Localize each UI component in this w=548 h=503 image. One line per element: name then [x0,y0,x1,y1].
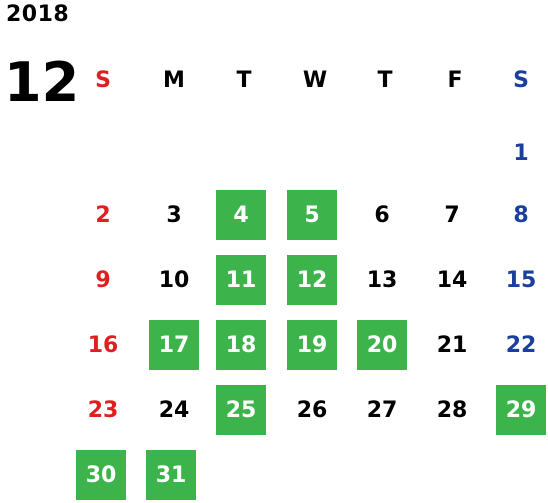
weekday-saturday: S [513,68,529,93]
day-8[interactable]: 8 [513,202,529,228]
day-9[interactable]: 9 [95,267,111,293]
day-28[interactable]: 28 [436,397,468,423]
day-26[interactable]: 26 [296,397,328,423]
day-7[interactable]: 7 [444,202,460,228]
day-25[interactable]: 25 [216,385,266,435]
weekday-sunday: S [95,68,111,93]
day-22[interactable]: 22 [505,332,537,358]
weekday-monday: M [163,68,185,93]
day-17[interactable]: 17 [149,320,199,370]
day-15[interactable]: 15 [505,267,537,293]
day-6[interactable]: 6 [374,202,390,228]
year-label: 2018 [6,2,70,27]
day-4[interactable]: 4 [216,190,266,240]
day-10[interactable]: 10 [158,267,190,293]
day-27[interactable]: 27 [366,397,398,423]
day-31[interactable]: 31 [146,450,196,500]
day-2[interactable]: 2 [95,202,111,228]
weekday-thursday: T [377,68,393,93]
day-12[interactable]: 12 [287,255,337,305]
day-30[interactable]: 30 [76,450,126,500]
day-20[interactable]: 20 [357,320,407,370]
day-23[interactable]: 23 [87,397,119,423]
day-11[interactable]: 11 [216,255,266,305]
day-18[interactable]: 18 [216,320,266,370]
weekday-wednesday: W [302,68,328,93]
day-24[interactable]: 24 [158,397,190,423]
day-1[interactable]: 1 [513,140,529,166]
weekday-friday: F [447,68,463,93]
month-number: 12 [4,51,80,114]
day-19[interactable]: 19 [287,320,337,370]
day-3[interactable]: 3 [166,202,182,228]
day-14[interactable]: 14 [436,267,468,293]
day-13[interactable]: 13 [366,267,398,293]
day-5[interactable]: 5 [287,190,337,240]
day-21[interactable]: 21 [436,332,468,358]
weekday-tuesday: T [236,68,252,93]
day-16[interactable]: 16 [87,332,119,358]
day-29[interactable]: 29 [496,385,546,435]
